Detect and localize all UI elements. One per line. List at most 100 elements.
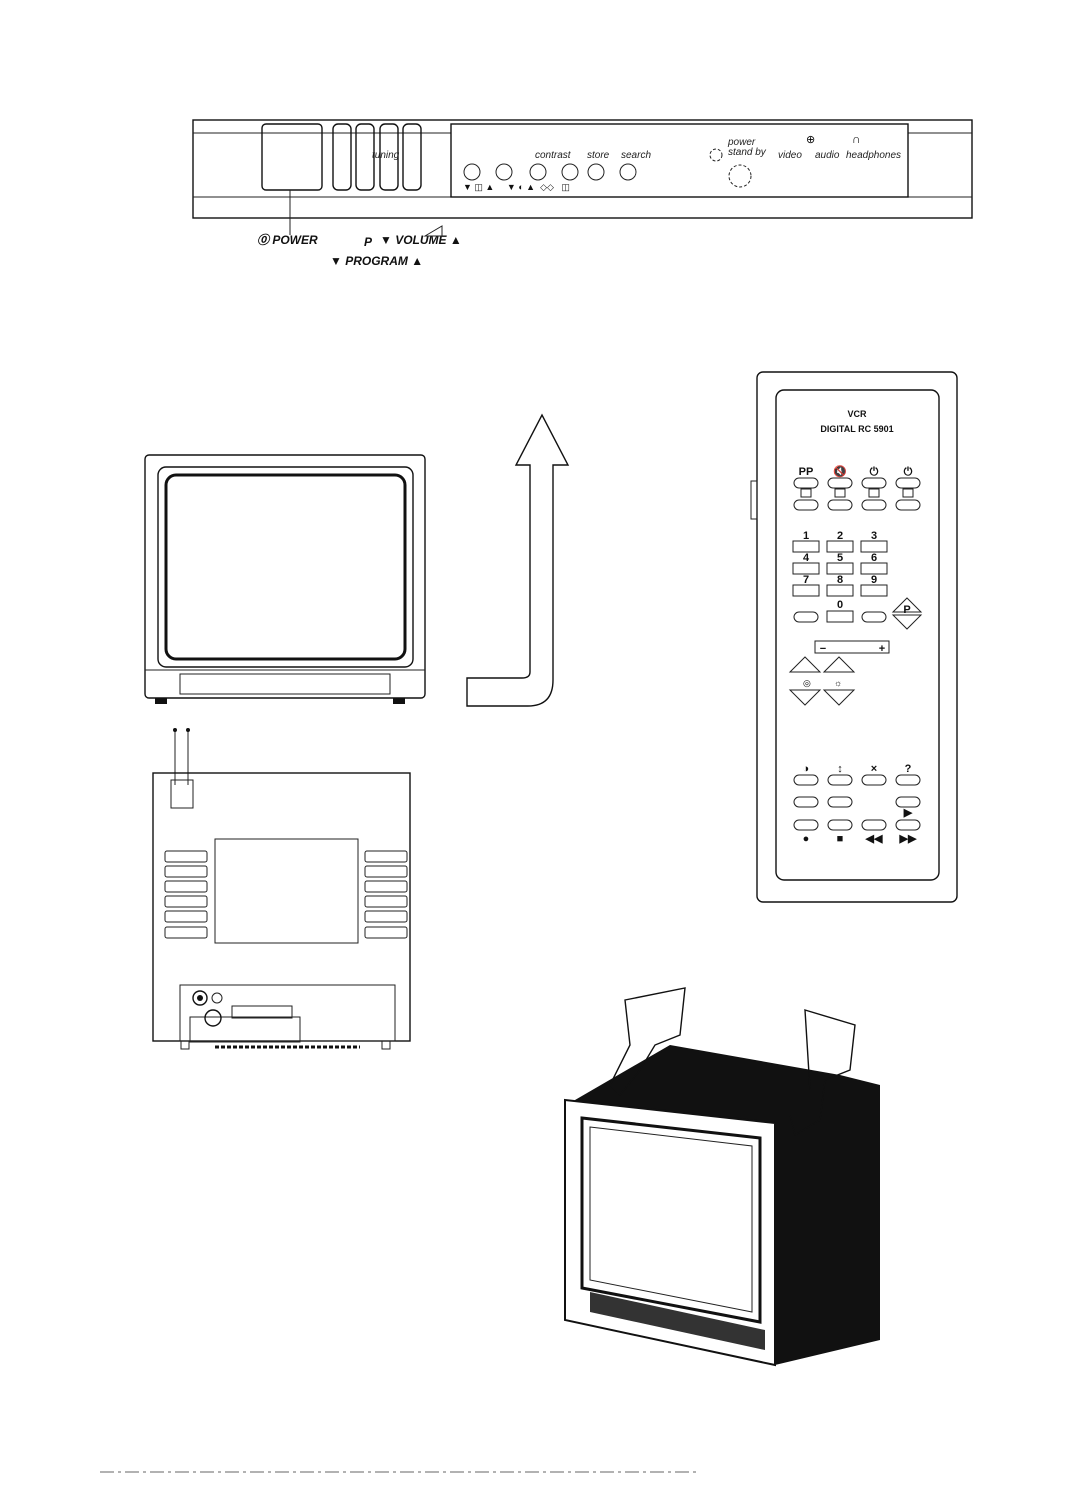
tv-rear-view bbox=[152, 728, 411, 1050]
teletext-icon bbox=[800, 488, 812, 498]
option-button[interactable] bbox=[895, 796, 921, 808]
label-standby: stand by bbox=[728, 147, 767, 158]
remote-function-button[interactable] bbox=[861, 477, 887, 489]
power-standby-button[interactable] bbox=[728, 164, 752, 188]
remote-model: DIGITAL RC 5901 bbox=[820, 424, 893, 434]
digit-button[interactable] bbox=[860, 540, 888, 553]
play-label: ▶ bbox=[903, 807, 913, 819]
special-button[interactable] bbox=[861, 774, 887, 786]
transport-label: ▶▶ bbox=[899, 833, 917, 845]
transport-label: ■ bbox=[837, 833, 844, 845]
digit-button[interactable] bbox=[826, 610, 854, 623]
tuning-up-button[interactable] bbox=[495, 163, 513, 181]
digit-label: 4 bbox=[803, 552, 810, 564]
remote-teletext-button[interactable] bbox=[861, 499, 887, 511]
special-label: ◑ bbox=[803, 763, 810, 775]
contrast-up-button[interactable] bbox=[561, 163, 579, 181]
remote-title: VCR bbox=[847, 409, 867, 419]
digit-button[interactable] bbox=[792, 562, 820, 575]
tv-front-view bbox=[144, 454, 426, 704]
digit-button[interactable] bbox=[826, 584, 854, 597]
transport-button[interactable] bbox=[895, 819, 921, 831]
volume-up-button[interactable] bbox=[402, 123, 422, 191]
transport-button[interactable] bbox=[793, 819, 819, 831]
colour-icon: ◎ bbox=[803, 678, 811, 688]
remote-function-button[interactable] bbox=[827, 477, 853, 489]
digit-button[interactable] bbox=[860, 584, 888, 597]
standby-indicator bbox=[709, 148, 723, 162]
digit-label: 9 bbox=[871, 574, 877, 586]
remote-function-label: 🔇 bbox=[833, 465, 847, 478]
transport-button[interactable] bbox=[861, 819, 887, 831]
callout-program: ▼ PROGRAM ▲ bbox=[330, 254, 423, 268]
arrow-up-icon bbox=[466, 413, 570, 707]
tv-carry-illustration bbox=[564, 987, 880, 1367]
brightness-icon: ☼ bbox=[834, 678, 842, 688]
digit-button[interactable] bbox=[826, 562, 854, 575]
label-search: search bbox=[621, 150, 651, 161]
search-button[interactable] bbox=[619, 163, 637, 181]
digit-label: 1 bbox=[803, 530, 809, 542]
digit-label: 7 bbox=[803, 574, 809, 586]
special-label: ? bbox=[905, 763, 912, 775]
remote-function-button[interactable] bbox=[793, 477, 819, 489]
jack-headphones: headphones bbox=[846, 150, 901, 161]
volume-down-button[interactable] bbox=[379, 123, 399, 191]
digit-label: 2 bbox=[837, 530, 843, 542]
remote-function-button[interactable] bbox=[895, 477, 921, 489]
digit-button[interactable] bbox=[792, 540, 820, 553]
special-button[interactable] bbox=[793, 774, 819, 786]
headphones-icon: ∩ bbox=[852, 132, 861, 146]
special-label: ↕ bbox=[837, 763, 843, 775]
remote-function-label: PP bbox=[799, 466, 814, 478]
digit-label: 5 bbox=[837, 552, 843, 564]
digit-button[interactable] bbox=[860, 562, 888, 575]
transport-label: ◀◀ bbox=[865, 833, 883, 845]
callout-power: ⓪ POWER bbox=[257, 233, 318, 247]
swap-button[interactable] bbox=[861, 611, 887, 623]
label-store: store bbox=[587, 150, 610, 161]
digit-button[interactable] bbox=[792, 584, 820, 597]
store-button[interactable] bbox=[587, 163, 605, 181]
dash-button[interactable] bbox=[793, 611, 819, 623]
digit-label: 0 bbox=[837, 599, 843, 611]
power-button[interactable] bbox=[261, 123, 323, 191]
teletext-icon bbox=[834, 488, 846, 498]
callout-volume: ▼ VOLUME ▲ bbox=[380, 233, 462, 247]
label-contrast: contrast bbox=[535, 150, 572, 161]
callout-p: P bbox=[364, 235, 373, 249]
program-up-button[interactable] bbox=[355, 123, 375, 191]
volume-icon bbox=[423, 225, 443, 237]
contrast-down-button[interactable] bbox=[529, 163, 547, 181]
input-icon: ⊕ bbox=[806, 134, 815, 146]
special-label: × bbox=[871, 763, 877, 775]
scart-connector bbox=[231, 1005, 293, 1019]
remote-function-label: ⏻ bbox=[870, 465, 879, 478]
digit-label: 8 bbox=[837, 574, 843, 586]
volume-minus[interactable]: − bbox=[820, 643, 826, 655]
remote-teletext-button[interactable] bbox=[827, 499, 853, 511]
option-button[interactable] bbox=[793, 796, 819, 808]
digit-label: 6 bbox=[871, 552, 877, 564]
tuning-down-button[interactable] bbox=[463, 163, 481, 181]
jack-video: video bbox=[778, 150, 802, 161]
label-power: power bbox=[727, 137, 756, 148]
digit-button[interactable] bbox=[826, 540, 854, 553]
jack-audio: audio bbox=[815, 150, 840, 161]
antenna-socket bbox=[170, 779, 194, 809]
special-button[interactable] bbox=[895, 774, 921, 786]
option-button[interactable] bbox=[827, 796, 853, 808]
special-button[interactable] bbox=[827, 774, 853, 786]
volume-plus[interactable]: + bbox=[879, 643, 885, 655]
label-tuning: tuning bbox=[372, 150, 400, 161]
program-label: P bbox=[903, 604, 910, 616]
transport-button[interactable] bbox=[827, 819, 853, 831]
transport-label: ● bbox=[803, 833, 810, 845]
front-control-panel: tuning contrast store search ▼ ◫ ▲ ▼ ◐ ▲… bbox=[192, 119, 973, 268]
remote-teletext-button[interactable] bbox=[793, 499, 819, 511]
teletext-icon bbox=[868, 488, 880, 498]
remote-teletext-button[interactable] bbox=[895, 499, 921, 511]
program-down-button[interactable] bbox=[332, 123, 352, 191]
